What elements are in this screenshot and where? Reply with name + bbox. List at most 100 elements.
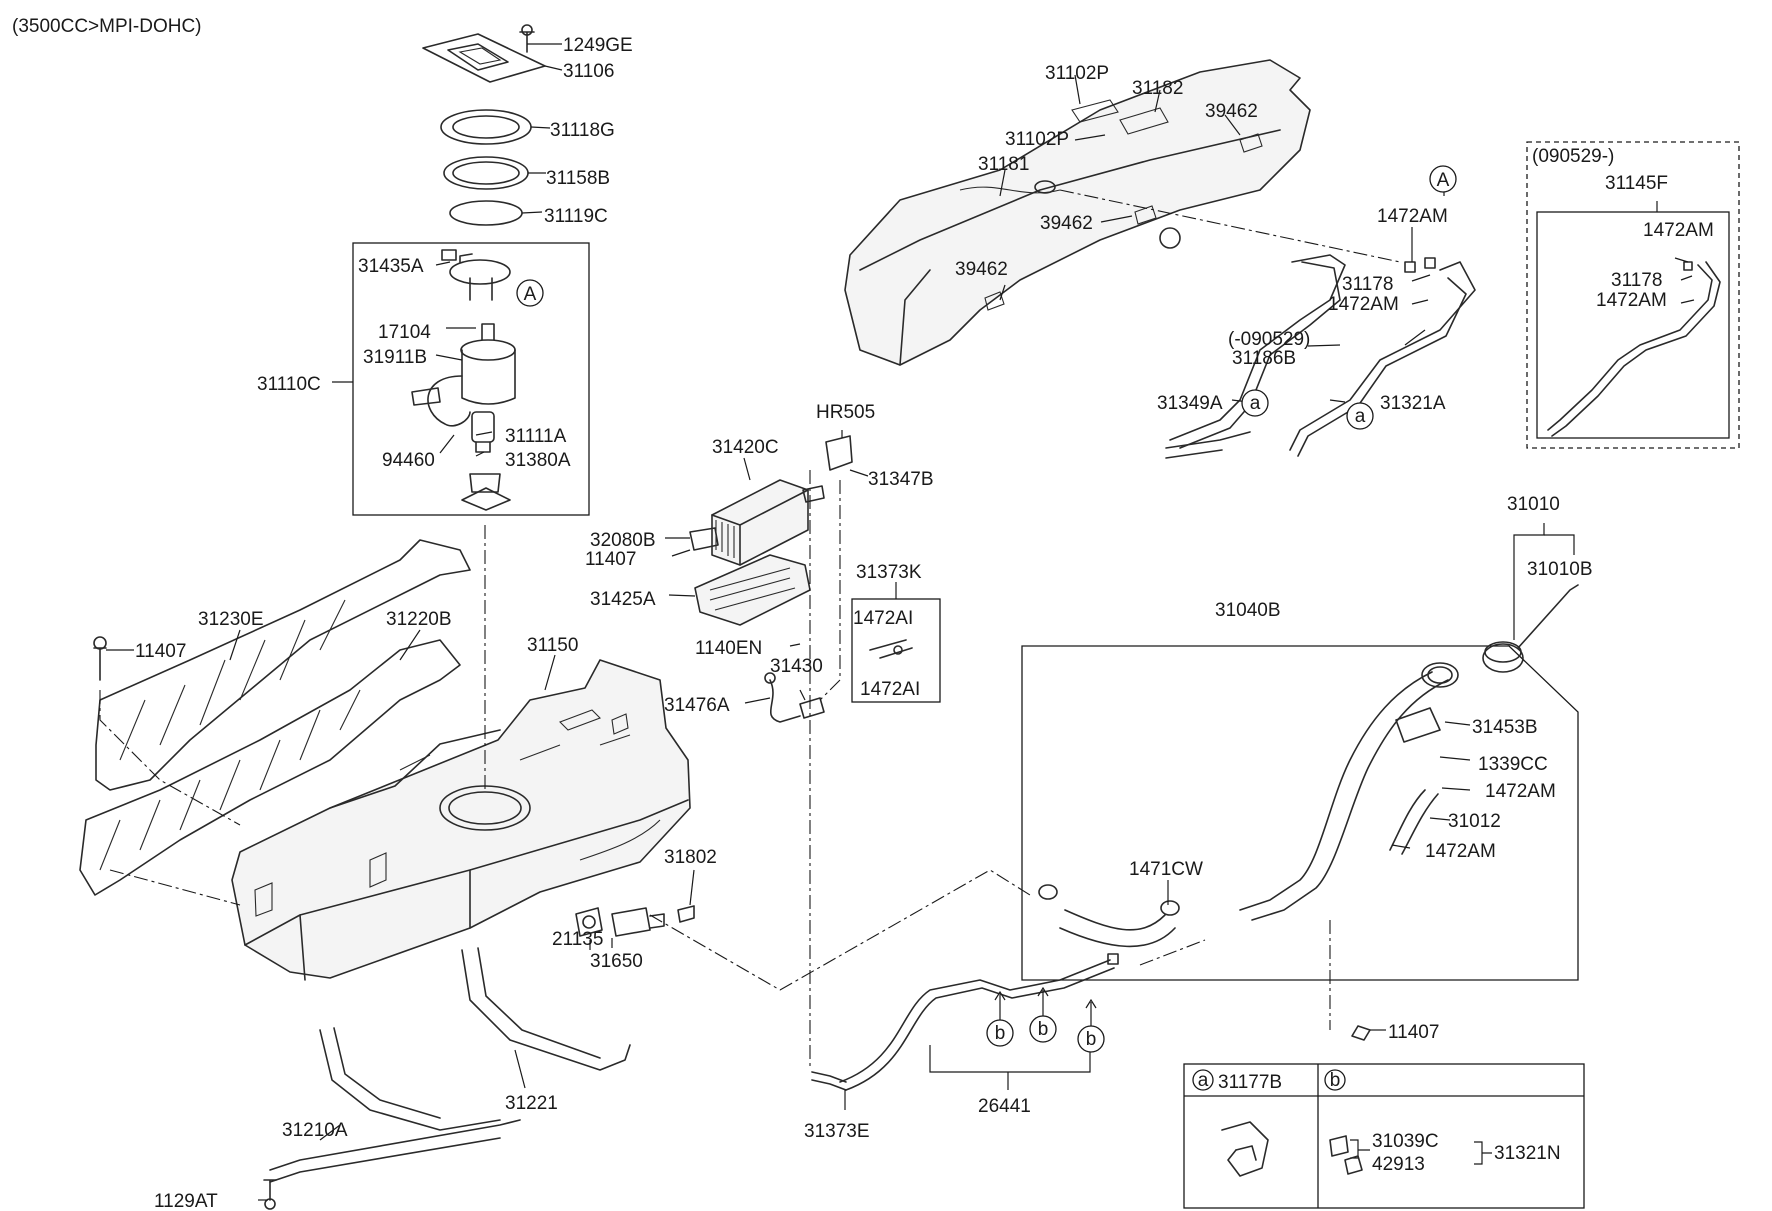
label-31453B: 31453B [1472,717,1538,738]
label-090529-before: (-090529) [1228,329,1310,350]
fuel-filter [460,323,516,405]
canister-tray-31425A [694,554,811,626]
legend-table: a b [1183,1063,1585,1209]
label-31178-1: 31178 [1342,274,1393,295]
revision-box-090529 [1526,141,1740,449]
engine-spec-title: (3500CC>MPI-DOHC) [12,16,202,37]
label-1472AI-bottom: 1472AI [860,679,920,700]
label-39462-mid: 39462 [1040,213,1093,234]
hose-icon [869,639,913,659]
label-31102P-top: 31102P [1045,63,1109,84]
label-1129AT: 1129AT [154,1191,218,1211]
label-42913: 42913 [1372,1154,1425,1175]
heat-shield-31230E [95,539,471,791]
label-1472AM-2: 1472AM [1328,294,1399,315]
label-31802: 31802 [664,847,717,868]
strap-31221 [461,947,631,1071]
pipe-31373E [811,1071,847,1091]
legend-bracket [1474,1141,1492,1165]
label-31111A: 31111A [505,426,567,447]
label-31321A: 31321A [1380,393,1446,414]
label-39462-bottom: 39462 [955,259,1008,280]
label-31430: 31430 [770,656,823,677]
label-31476A: 31476A [664,695,730,716]
label-31012: 31012 [1448,811,1501,832]
svg-text:a: a [1250,393,1261,414]
label-31321N: 31321N [1494,1143,1561,1164]
label-31220B: 31220B [386,609,452,630]
label-1471CW: 1471CW [1129,859,1203,880]
label-31221: 31221 [505,1093,558,1114]
label-31182: 31182 [1132,78,1183,99]
label-31010B: 31010B [1527,559,1593,580]
label-31347B: 31347B [868,469,934,490]
arrow-b-1 [994,986,1097,1026]
label-31380A: 31380A [505,450,571,471]
strainer [461,473,511,511]
sender-21135 [575,907,603,937]
label-31230E: 31230E [198,609,264,630]
pump-flange [441,249,511,301]
label-31420C: 31420C [712,437,779,458]
label-11407-canister: 11407 [585,549,636,570]
callout-a-hose-1: a [1241,389,1269,417]
label-17104: 17104 [378,322,431,343]
clip-icon [1221,1121,1269,1177]
label-1140EN: 1140EN [695,638,762,659]
label-1472AM-4: 1472AM [1596,290,1667,311]
label-94460: 94460 [382,450,435,471]
bolt-icon [263,1179,277,1210]
callout-b-3: b [1077,1025,1105,1053]
label-31373E: 31373E [804,1121,870,1142]
label-32080B: 32080B [590,530,656,551]
bracket-31453B [1395,707,1441,743]
label-31118G: 31118G [550,120,615,141]
label-39462-top: 39462 [1205,101,1258,122]
label-26441: 26441 [978,1096,1031,1117]
label-31102P-mid: 31102P [1005,129,1069,150]
filler-neck [1239,662,1459,921]
label-31178-2: 31178 [1611,270,1662,291]
filler-hose-1471CW [1038,884,1180,948]
hose-31349A [1165,431,1251,459]
connector-lines [99,189,1401,1070]
label-31181: 31181 [978,154,1029,175]
svg-text:A: A [1437,170,1450,191]
leader-lines [106,43,1695,1201]
valve-31650 [611,907,665,937]
callout-A-pump: A [516,279,544,307]
label-1472AM-6: 1472AM [1425,841,1496,862]
callout-b-1: b [986,1019,1014,1047]
strap-31210A [269,1027,521,1183]
filler-cap-31010 [1482,584,1579,673]
label-HR505: HR505 [816,402,875,423]
part-labels: 1249GE 31106 31118G 31158B 31119C 31435A… [135,35,1714,1211]
pump-gasket-ring [440,109,532,145]
sensor-31476A [764,672,801,723]
fuel-tank-top-view [844,59,1311,366]
label-31373K: 31373K [856,562,922,583]
label-1339CC: 1339CC [1478,754,1548,775]
label-11407-right: 11407 [1388,1022,1439,1043]
label-31039C: 31039C [1372,1131,1439,1152]
pump-wiring [411,375,471,427]
clip-icon [802,485,825,503]
vent-hose-31186B [1289,261,1476,457]
label-1472AM-1: 1472AM [1377,206,1448,227]
clip-icon [1329,1135,1363,1175]
o-ring [449,200,523,226]
label-31435A: 31435A [358,256,424,277]
svg-text:A: A [524,284,537,305]
label-1472AM-3: 1472AM [1643,220,1714,241]
label-31119C: 31119C [544,206,608,227]
canister-31420C [711,479,809,566]
label-11407-left: 11407 [135,641,186,662]
label-31158B: 31158B [546,168,610,189]
label-1472AI-top: 1472AI [853,608,913,629]
label-31145F: 31145F [1605,173,1668,194]
bolt-icon [93,636,107,681]
label-31010: 31010 [1507,494,1560,515]
label-1249GE: 1249GE [563,35,633,56]
svg-text:a: a [1355,406,1366,427]
